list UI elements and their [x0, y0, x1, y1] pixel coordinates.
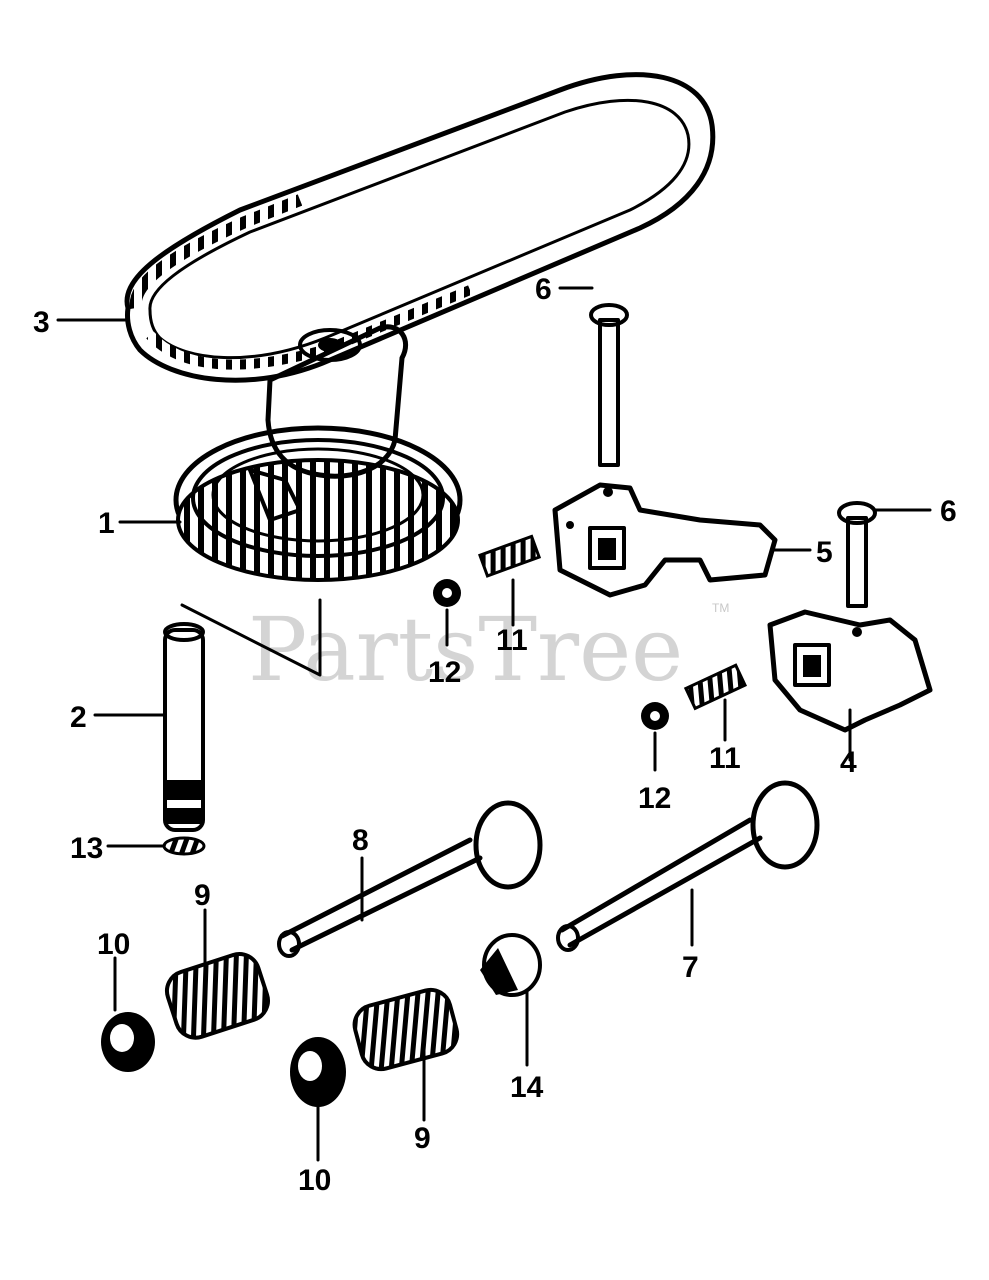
- callout-14: 14: [510, 1071, 544, 1104]
- callout-10-left: 10: [97, 928, 130, 961]
- callout-9-lower: 9: [414, 1122, 431, 1155]
- adjuster-upper: [478, 534, 542, 578]
- spring-retainer-1: [101, 1012, 155, 1072]
- callout-10-bottom: 10: [298, 1164, 331, 1197]
- watermark-tm: TM: [712, 601, 729, 615]
- callout-7: 7: [682, 951, 699, 984]
- callout-12-lower: 12: [638, 782, 671, 815]
- callout-6-upper: 6: [535, 273, 552, 306]
- adjuster-lower: [683, 663, 748, 711]
- callout-4: 4: [840, 746, 857, 779]
- rocker-arm-lower: [767, 609, 933, 733]
- cam-gear: [173, 324, 463, 582]
- leader-lines: [56, 286, 932, 1162]
- callout-9-upper: 9: [194, 879, 211, 912]
- intake-valve: [277, 800, 543, 958]
- callout-3: 3: [33, 306, 50, 339]
- nut-lower: [641, 702, 669, 730]
- callout-12-upper: 12: [428, 656, 461, 689]
- callout-13: 13: [70, 832, 103, 865]
- spring-retainer-2: [290, 1037, 346, 1107]
- callout-11-upper: 11: [496, 624, 528, 657]
- cam-shaft-pin: [163, 598, 322, 832]
- pivot-bolt-upper: [589, 303, 629, 467]
- callout-5: 5: [816, 536, 833, 569]
- exhaust-valve: [556, 780, 820, 952]
- nut-upper: [433, 579, 461, 607]
- valve-spring-1: [164, 952, 270, 1040]
- small-spring: [162, 836, 206, 856]
- rocker-arm-upper: [552, 482, 778, 598]
- callout-11-lower: 11: [709, 742, 741, 775]
- callout-1: 1: [98, 507, 115, 540]
- watermark-text: PartsTree: [248, 598, 683, 701]
- pivot-bolt-lower: [837, 501, 877, 608]
- valve-spring-2: [352, 987, 460, 1072]
- valve-stem-seal: [480, 933, 542, 997]
- callout-6-right: 6: [940, 495, 957, 528]
- callout-2: 2: [70, 701, 87, 734]
- callout-8: 8: [352, 824, 369, 857]
- timing-belt: [124, 72, 716, 383]
